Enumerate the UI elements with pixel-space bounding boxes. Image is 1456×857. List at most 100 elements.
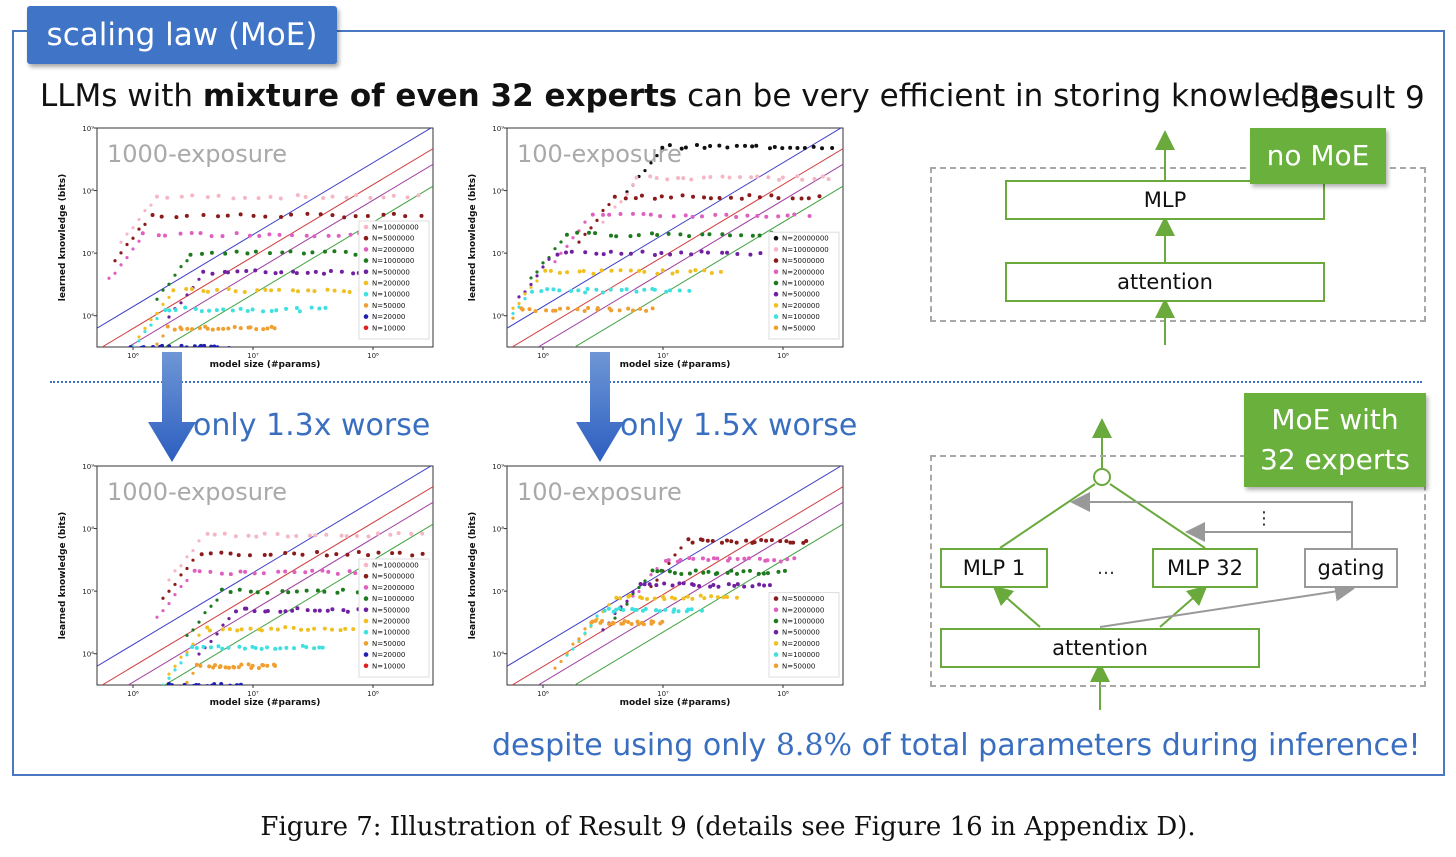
data-point [634,175,639,180]
legend-marker [363,562,369,568]
data-point [410,553,415,558]
data-point [289,212,294,217]
data-point [765,571,770,576]
data-point [205,684,210,685]
left-arrow-text: only 1.3x worse [193,408,431,443]
data-point [702,195,707,200]
data-point [685,594,690,599]
data-point [197,652,201,656]
data-point [277,287,282,292]
legend-marker [773,258,779,263]
data-point [155,342,159,346]
data-point [343,249,348,254]
data-point [734,571,739,576]
legend-marker [363,607,369,613]
data-point [368,195,373,200]
x-tick-label: 10⁸ [367,690,379,698]
data-point [638,306,643,311]
data-point [246,533,251,538]
y-axis-label: learned knowledge (bits) [468,512,478,639]
data-point [548,268,553,273]
data-point [137,346,141,347]
legend-marker [773,235,779,241]
data-point [185,259,189,263]
data-point [619,200,623,204]
data-point [265,608,270,613]
data-point [625,599,629,603]
legend-label: N=50000 [372,640,405,648]
data-point [366,553,371,558]
data-point [268,194,273,199]
data-point [676,609,681,614]
x-tick-label: 10⁷ [657,352,669,360]
data-point [669,195,674,200]
data-point [320,645,325,650]
data-point [729,568,734,573]
data-point [705,250,710,255]
data-point [551,287,556,292]
data-point [625,192,629,196]
data-point [161,334,165,338]
reference-line-1 [511,486,843,685]
data-point [693,568,698,573]
data-point [234,231,239,236]
data-point [141,345,146,347]
legend-label: N=50000 [782,662,815,670]
data-point [245,251,250,256]
data-point [209,234,214,239]
data-point [262,531,267,536]
data-point [670,583,675,588]
data-point [238,569,243,574]
data-point [652,196,657,201]
data-point [295,193,300,198]
data-point [826,177,831,182]
data-point [776,196,781,201]
data-point [683,145,688,150]
data-point [263,214,268,219]
legend-marker [363,235,369,241]
data-point [700,537,705,542]
data-point [233,534,238,539]
data-point [654,608,659,613]
data-point [590,619,595,624]
data-point [179,564,183,568]
data-point [285,534,290,539]
data-point [125,232,129,236]
data-point [173,582,177,587]
x-tick-label: 10⁷ [247,352,259,360]
legend-label: N=500000 [372,268,410,276]
data-point [214,308,219,313]
data-point [242,289,247,294]
data-point [762,583,767,588]
data-point [628,234,633,239]
data-point [205,289,210,294]
data-point [623,196,628,201]
data-point [689,177,694,182]
reference-line-2 [537,163,843,347]
data-point [228,589,233,594]
data-point [608,249,613,254]
data-point [322,589,327,594]
legend-marker [363,573,369,579]
data-point [201,213,206,218]
data-point [160,343,165,347]
data-point [642,269,647,274]
down-arrow-left [148,352,196,462]
data-point [278,609,283,614]
data-point [639,596,644,601]
data-point [717,196,722,201]
data-point [586,230,591,235]
data-point [583,627,587,631]
y-tick-label: 10⁷ [492,250,504,258]
data-point [802,146,807,151]
moe-mlp32-box: MLP 32 [1152,548,1258,588]
data-point [265,663,270,668]
data-point [614,595,619,600]
data-point [257,234,262,239]
data-point [226,645,231,650]
data-point [721,595,726,600]
data-point [291,269,296,274]
data-point [607,603,611,607]
data-point [720,232,725,237]
data-point [274,308,279,313]
